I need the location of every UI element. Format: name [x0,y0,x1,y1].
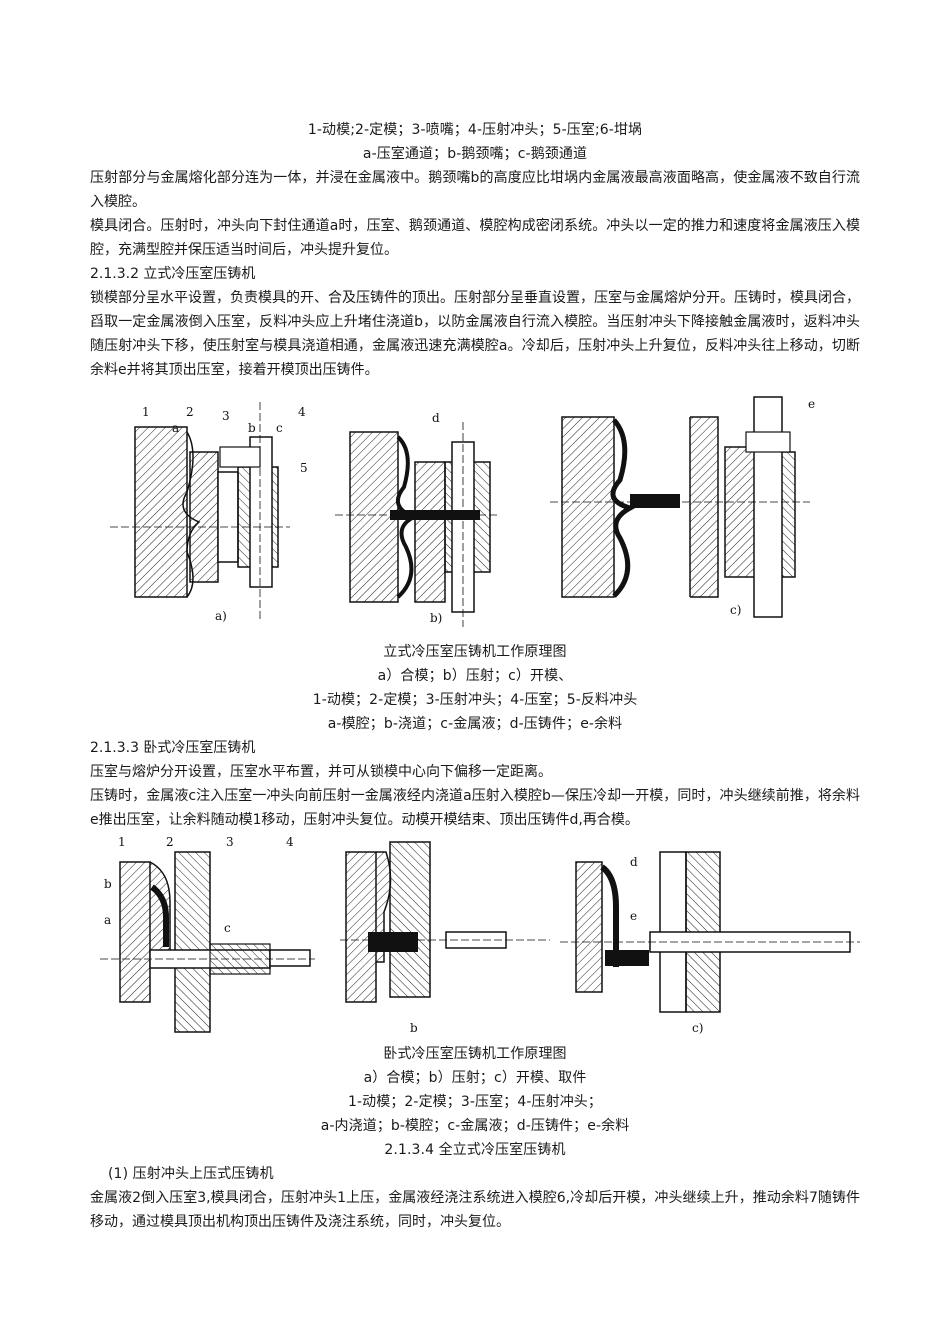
sub-a: a) [215,609,227,623]
label-5: 5 [300,461,308,475]
label-c: c [276,421,283,435]
label-e: e [808,397,815,411]
figure-vertical-cold-chamber: 1 2 3 b c 4 a 5 a) d b) [90,392,860,640]
diagram-c [550,396,810,618]
label-c: c [224,921,231,935]
diagram-b [340,841,550,1003]
paragraph-4: 压室与熔炉分开设置，压室水平布置，并可从锁模中心向下偏移一定距离。 [90,764,552,780]
paragraph-3: 锁模部分呈水平设置，负责模具的开、合及压铸件的顶出。压射部分呈垂直设置，压室与金… [90,290,860,378]
label-1: 1 [142,405,150,419]
label-3: 3 [222,409,230,423]
section-heading-2134: 2.1.3.4 全立式冷压室压铸机 [384,1142,566,1158]
fig3-title: 卧式冷压室压铸机工作原理图 [383,1046,567,1062]
paragraph-2: 模具闭合。压射时，冲头向下封住通道a时，压室、鹅颈通道、模腔构成密闭系统。冲头以… [90,218,860,258]
label-b: b [104,877,112,891]
label-e: e [630,909,637,923]
label-d: d [630,855,638,869]
label-3: 3 [226,835,234,849]
label-4: 4 [298,405,306,419]
label-1: 1 [118,835,126,849]
figure-vertical-drawing: 1 2 3 b c 4 a 5 a) d b) [110,396,815,627]
label-4: 4 [286,835,294,849]
figure-horizontal-cold-chamber: 1 2 3 4 b a c b [90,832,860,1042]
sub-c: c) [730,603,741,617]
fig1-legend-channels: a-压室通道；b-鹅颈嘴；c-鹅颈通道 [362,146,588,162]
fig3-legend-letters: a-内浇道；b-模腔；c-金属液；d-压铸件；e-余料 [320,1118,630,1134]
sub-b: b) [430,611,442,625]
fig1-legend-parts: 1-动模;2-定模；3-喷嘴；4-压射冲头；5-压室;6-坩埚 [307,122,643,138]
paragraph-1: 压射部分与金属熔化部分连为一体，并浸在金属液中。鹅颈嘴b的高度应比坩埚内金属液最… [90,170,860,210]
diagram-b [335,422,500,627]
fig2-legend-parts: 1-动模；2-定模；3-压射冲头；4-压室；5-反料冲头 [312,692,638,708]
label-d: d [432,411,440,425]
fig2-steps: a）合模；b）压射；c）开模、 [377,668,573,684]
document-page: 1-动模;2-定模；3-喷嘴；4-压射冲头；5-压室;6-坩埚 a-压室通道；b… [90,118,860,1234]
section-heading-2133: 2.1.3.3 卧式冷压室压铸机 [90,740,256,756]
sub-b: b [410,1021,418,1035]
diagram-c [560,851,860,1013]
fig2-title: 立式冷压室压铸机工作原理图 [383,644,567,660]
paragraph-6: 金属液2倒入压室3,模具闭合，压射冲头1上压，金属液经浇注系统进入模腔6,冷却后… [90,1190,860,1230]
label-2: 2 [186,405,194,419]
figure-horizontal-drawing: 1 2 3 4 b a c b [100,835,860,1035]
sub-c: c) [692,1021,703,1035]
label-2: 2 [166,835,174,849]
fig3-steps: a）合模；b）压射；c）开模、取件 [363,1070,587,1086]
diagram-a [110,402,290,622]
fig2-legend-letters: a-模腔；b-浇道；c-金属液；d-压铸件；e-余料 [327,716,623,732]
diagram-a [100,851,315,1033]
label-b: b [248,421,256,435]
label-a: a [172,421,179,435]
fig3-legend-parts: 1-动模；2-定模；3-压室；4-压射冲头； [347,1094,603,1110]
label-a: a [104,913,111,927]
paragraph-5: 压铸时，金属液c注入压室一冲头向前压射一金属液经内浇道a压射入模腔b—保压冷却一… [90,788,860,828]
section-heading-2132: 2.1.3.2 立式冷压室压铸机 [90,266,256,282]
subheading-1: (1) 压射冲头上压式压铸机 [108,1166,274,1182]
